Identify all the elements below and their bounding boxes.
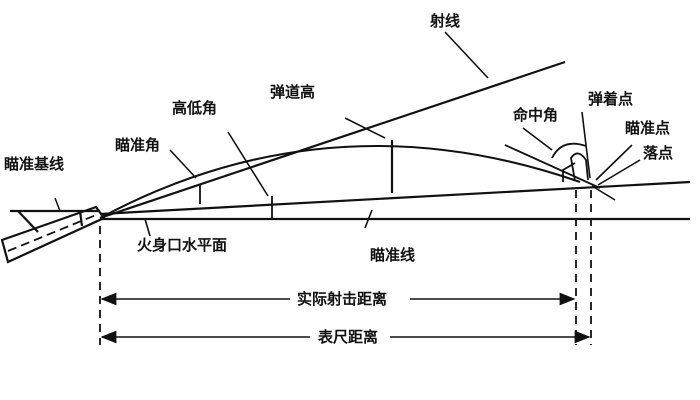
label-line-of-fire: 射线 — [429, 12, 460, 30]
label-line-of-sight: 瞄准线 — [370, 246, 415, 264]
gun-barrel — [0, 205, 106, 264]
line-of-fire — [99, 60, 566, 220]
label-trajectory-height: 弹道高 — [270, 83, 315, 101]
line-of-sight — [99, 180, 691, 216]
label-angle-of-impact: 命中角 — [512, 106, 558, 124]
label-aiming-point: 瞄准点 — [625, 119, 670, 137]
label-actual-firing-range: 实际射击距离 — [297, 290, 387, 308]
label-sight-range: 表尺距离 — [318, 328, 378, 346]
label-muzzle-horizontal-plane: 火身口水平面 — [137, 236, 227, 254]
label-sight-base-line: 瞄准基线 — [4, 155, 64, 173]
label-point-of-impact: 弹着点 — [588, 90, 633, 108]
label-level-point: 落点 — [643, 144, 673, 162]
trajectory-arc — [99, 145, 581, 219]
sight-base-line — [10, 209, 100, 233]
label-angle-of-elevation: 瞄准角 — [115, 136, 160, 154]
label-angle-of-site: 高低角 — [172, 99, 217, 117]
